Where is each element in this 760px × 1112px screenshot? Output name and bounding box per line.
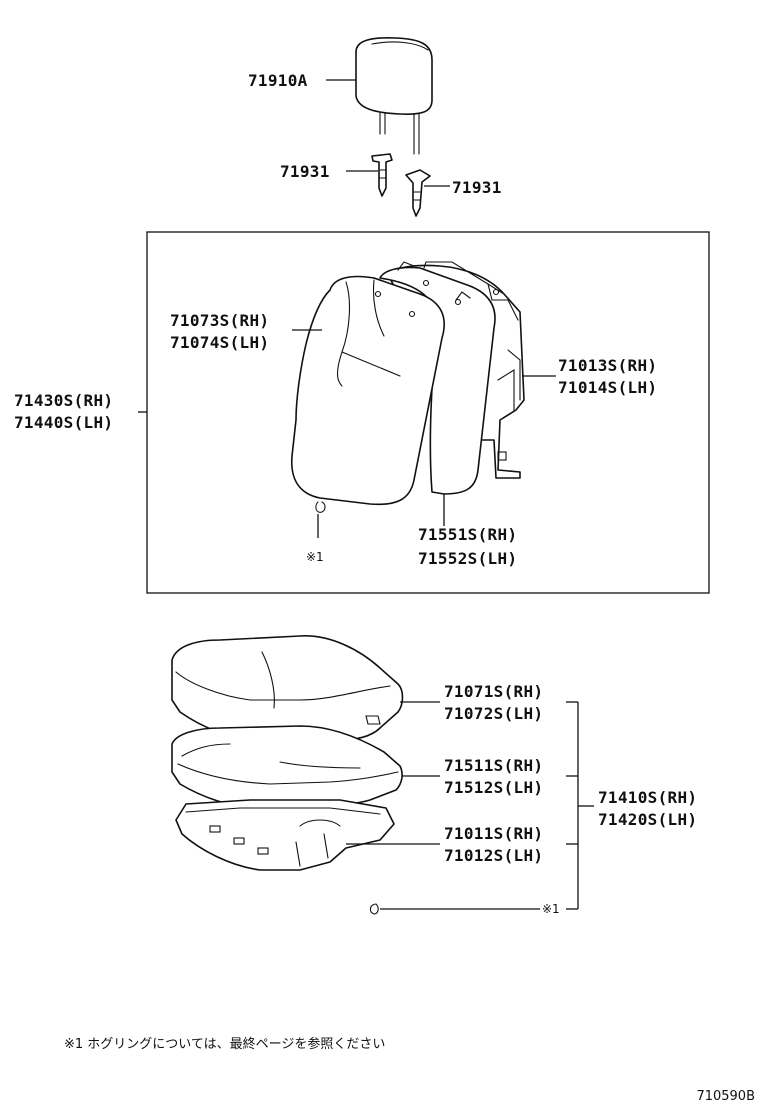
label-cushion-frame-lh: 71012S(LH) xyxy=(444,846,543,865)
label-cushion-assembly-lh: 71420S(LH) xyxy=(598,810,697,829)
label-seatback-cover-lh: 71074S(LH) xyxy=(170,333,269,352)
headrest-drawing[interactable] xyxy=(355,37,433,155)
label-cushion-cover-rh: 71071S(RH) xyxy=(444,682,543,701)
label-cushion-pad-lh: 71512S(LH) xyxy=(444,778,543,797)
label-cushion-assembly-rh: 71410S(RH) xyxy=(598,788,697,807)
headrest-support-left-drawing[interactable] xyxy=(371,153,393,197)
label-cushion-hog-ring: ※1 xyxy=(542,902,560,916)
label-seatback-pad-rh: 71551S(RH) xyxy=(418,525,517,544)
label-cushion-pad-rh: 71511S(RH) xyxy=(444,756,543,775)
cushion-cover-drawing[interactable] xyxy=(171,635,404,742)
cushion-pad-drawing[interactable] xyxy=(171,725,403,809)
seatback-hog-ring-drawing[interactable] xyxy=(315,501,326,513)
label-support-left: 71931 xyxy=(280,162,330,181)
seatback-cover-drawing[interactable] xyxy=(291,275,445,506)
label-seatback-hog-ring: ※1 xyxy=(306,550,324,564)
label-seatback-frame-lh: 71014S(LH) xyxy=(558,378,657,397)
cushion-hog-ring-drawing[interactable] xyxy=(369,903,379,915)
label-cushion-frame-rh: 71011S(RH) xyxy=(444,824,543,843)
diagram-id: 710590B xyxy=(696,1089,755,1104)
cushion-assembly-bracket xyxy=(566,701,594,910)
label-seatback-assembly-lh: 71440S(LH) xyxy=(14,413,113,432)
cushion-frame-drawing[interactable] xyxy=(175,799,395,871)
label-cushion-cover-lh: 71072S(LH) xyxy=(444,704,543,723)
label-support-right: 71931 xyxy=(452,178,502,197)
label-headrest: 71910A xyxy=(248,71,308,90)
label-seatback-pad-lh: 71552S(LH) xyxy=(418,549,517,568)
label-seatback-frame-rh: 71013S(RH) xyxy=(558,356,657,375)
label-seatback-cover-rh: 71073S(RH) xyxy=(170,311,269,330)
headrest-support-right-drawing[interactable] xyxy=(405,169,431,217)
footnote: ※1 ホグリングについては、最終ページを参照ください xyxy=(64,1036,385,1052)
label-seatback-assembly-rh: 71430S(RH) xyxy=(14,391,113,410)
